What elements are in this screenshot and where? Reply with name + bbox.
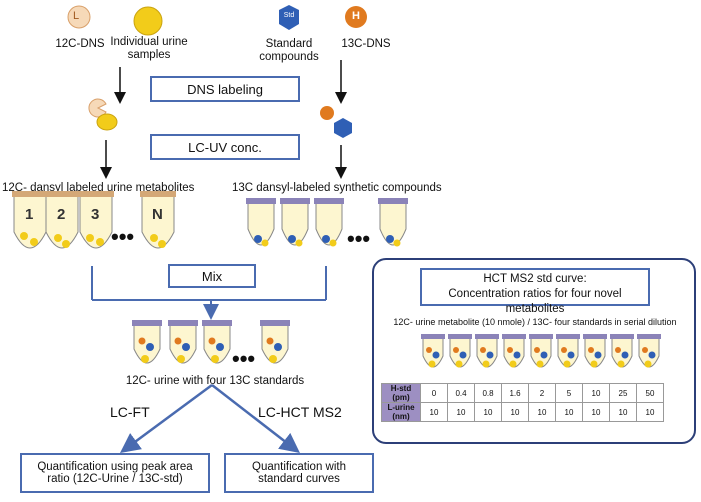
ellipsis-mix: ••• [232,346,256,371]
l-urine-row: L-urine (nm) 10 10 10 10 10 10 10 10 10 [381,402,664,422]
yellow-ball-icon [96,113,118,131]
l-urine-cell: 10 [501,402,529,422]
h-std-row: H-std (pm) 0 0.4 0.8 1.6 2 5 10 25 50 [381,383,664,403]
lchct-label: LC-HCT MS2 [258,404,342,420]
panel-subtitle: 12C- urine metabolite (10 nmole) / 13C- … [393,317,677,327]
h-dns-letter: H [352,10,360,22]
panel-tube [448,334,472,368]
panel-tube [637,334,661,368]
h-dns-icon [345,6,367,28]
h-std-cell: 10 [582,383,610,403]
panel-tube [556,334,580,368]
peak-area-box: Quantification using peak area ratio (12… [20,453,210,493]
urine-sample-icon [133,6,163,36]
l-urine-cell: 10 [420,402,448,422]
h-std-cell: 0.4 [447,383,475,403]
c13-tubes [246,198,408,247]
std-compound-icon [279,5,299,30]
panel-title: HCT MS2 std curve: Concentration ratios … [420,268,650,315]
c13-labeled-label: 13C dansyl-labeled synthetic compounds [232,182,442,194]
l-urine-header: L-urine (nm) [381,402,421,422]
tube-number-3: 3 [91,206,100,223]
ellipsis-c12: ••• [111,224,135,249]
panel-title-line2: Concentration ratios for four novel meta… [448,288,622,315]
l-urine-cell: 10 [474,402,502,422]
l-urine-cell: 10 [447,402,475,422]
ellipsis-c13: ••• [347,226,371,251]
lcft-label: LC-FT [110,404,150,420]
h-std-cell: 1.6 [501,383,529,403]
lcuv-box: LC-UV conc. [150,134,300,160]
l-urine-cell: 10 [636,402,664,422]
orange-ball-icon [320,106,334,120]
c12-tubes [12,191,176,249]
h-std-cell: 25 [609,383,637,403]
panel-tube [583,334,607,368]
dns-labeling-box: DNS labeling [150,76,300,102]
h-std-cell: 5 [555,383,583,403]
mix-box: Mix [168,264,256,288]
tube-number-1: 1 [25,206,34,223]
h-std-header: H-std (pm) [381,383,421,403]
panel-title-line1: HCT MS2 std curve: [483,273,587,285]
individual-urine-label: Individual urine samples [110,36,188,61]
blue-hex-icon [334,118,352,138]
h-std-cell: 0.8 [474,383,502,403]
panel-tube [529,334,553,368]
l-urine-cell: 10 [609,402,637,422]
panel-tube [502,334,526,368]
l-urine-cell: 10 [528,402,556,422]
l-dns-icon [67,5,91,29]
standard-compounds-label: Standard compounds [259,38,319,63]
mixed-tubes [132,320,290,364]
c13-dns-label: 13C-DNS [341,38,391,50]
mixed-label: 12C- urine with four 13C standards [125,375,305,387]
std-curve-panel [372,258,696,444]
std-curves-box: Quantification with standard curves [224,453,374,493]
l-dns-letter: L [73,10,80,22]
h-std-cell: 50 [636,383,664,403]
tube-number-2: 2 [57,206,66,223]
l-urine-cell: 10 [555,402,583,422]
l-urine-cell: 10 [582,402,610,422]
panel-tube [475,334,499,368]
tube-number-n: N [152,206,163,223]
std-letter: Std [283,12,295,19]
panel-tube [421,334,445,368]
c12-dns-label: 12C-DNS [55,38,105,50]
concentration-table: H-std (pm) 0 0.4 0.8 1.6 2 5 10 25 50 L-… [381,383,664,422]
panel-tube [610,334,634,368]
h-std-cell: 0 [420,383,448,403]
h-std-cell: 2 [528,383,556,403]
